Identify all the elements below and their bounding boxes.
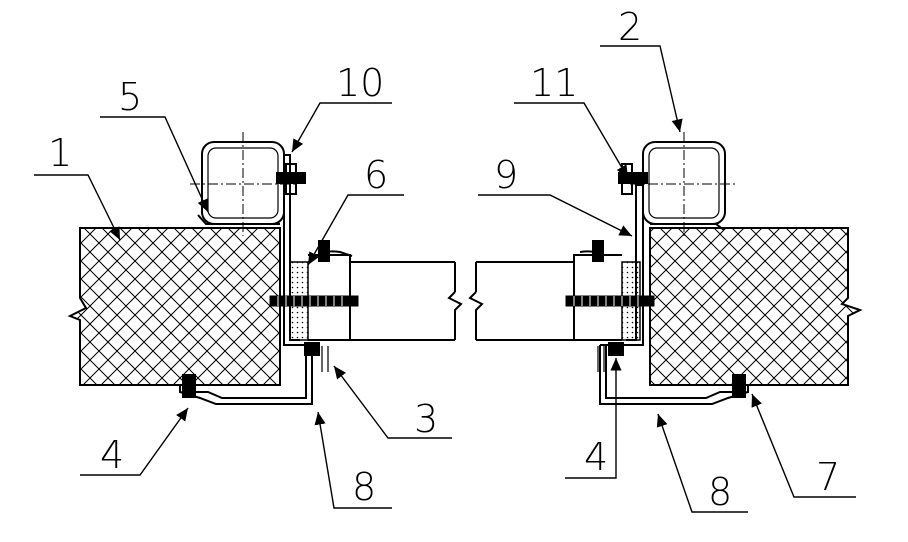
right-screw — [565, 295, 655, 307]
label-10: 10 — [336, 61, 384, 105]
label-3: 3 — [414, 397, 438, 441]
left-sandwich-panel — [67, 227, 281, 386]
right-sandwich-panel — [649, 227, 863, 386]
label-5: 5 — [118, 75, 142, 119]
label-6: 6 — [364, 153, 388, 197]
label-4-right: 4 — [584, 435, 608, 479]
left-assembly — [67, 132, 463, 405]
leader-lines — [34, 45, 856, 513]
left-screw — [269, 295, 359, 307]
right-bottom-flashing — [599, 345, 749, 405]
right-assembly — [468, 132, 863, 405]
label-8-left: 8 — [352, 465, 376, 509]
left-bottom-flashing — [179, 345, 313, 405]
label-11: 11 — [530, 61, 578, 105]
label-1: 1 — [48, 131, 72, 175]
label-4-left: 4 — [100, 433, 124, 477]
label-9: 9 — [494, 153, 518, 197]
label-8-right: 8 — [708, 470, 732, 514]
label-2: 2 — [618, 5, 642, 49]
label-7: 7 — [816, 455, 840, 499]
